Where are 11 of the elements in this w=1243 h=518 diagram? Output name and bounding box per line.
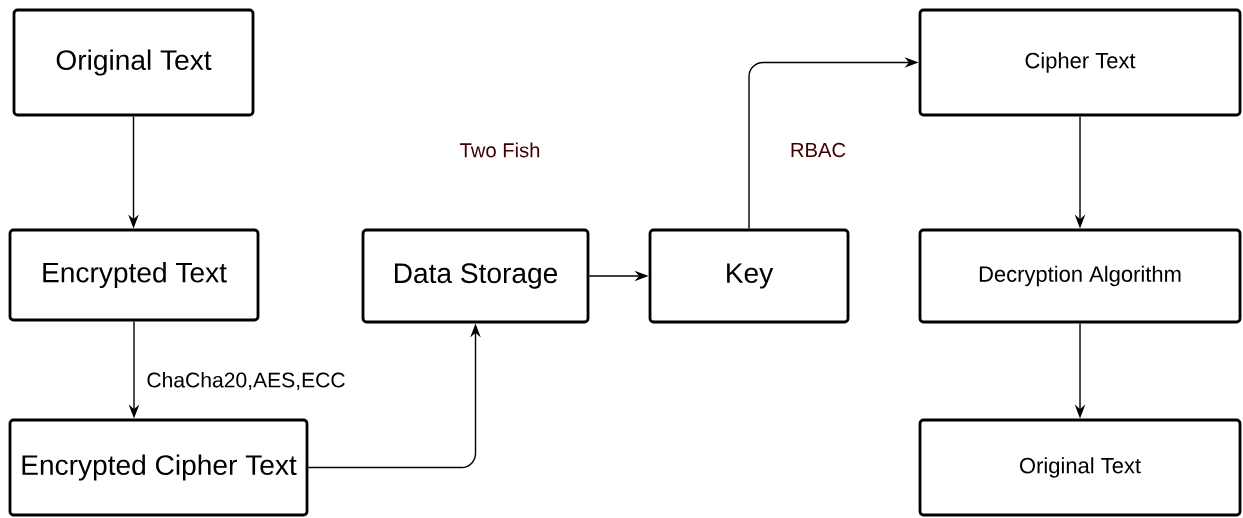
process-box: Original Text [12,8,255,117]
process-box: Cipher Text [918,8,1242,117]
process-box: Key [648,228,850,324]
process-box: Decryption Algorithm [918,228,1242,324]
annotation-label: Two Fish [460,142,540,158]
process-box: Encrypted Cipher Text [8,418,309,517]
process-box: Original Text [918,418,1242,517]
edge-label: ChaCha20,AES,ECC [147,372,345,390]
process-box: Encrypted Text [8,228,260,322]
annotation-label: RBAC [791,142,846,158]
process-box: Data Storage [361,228,590,324]
